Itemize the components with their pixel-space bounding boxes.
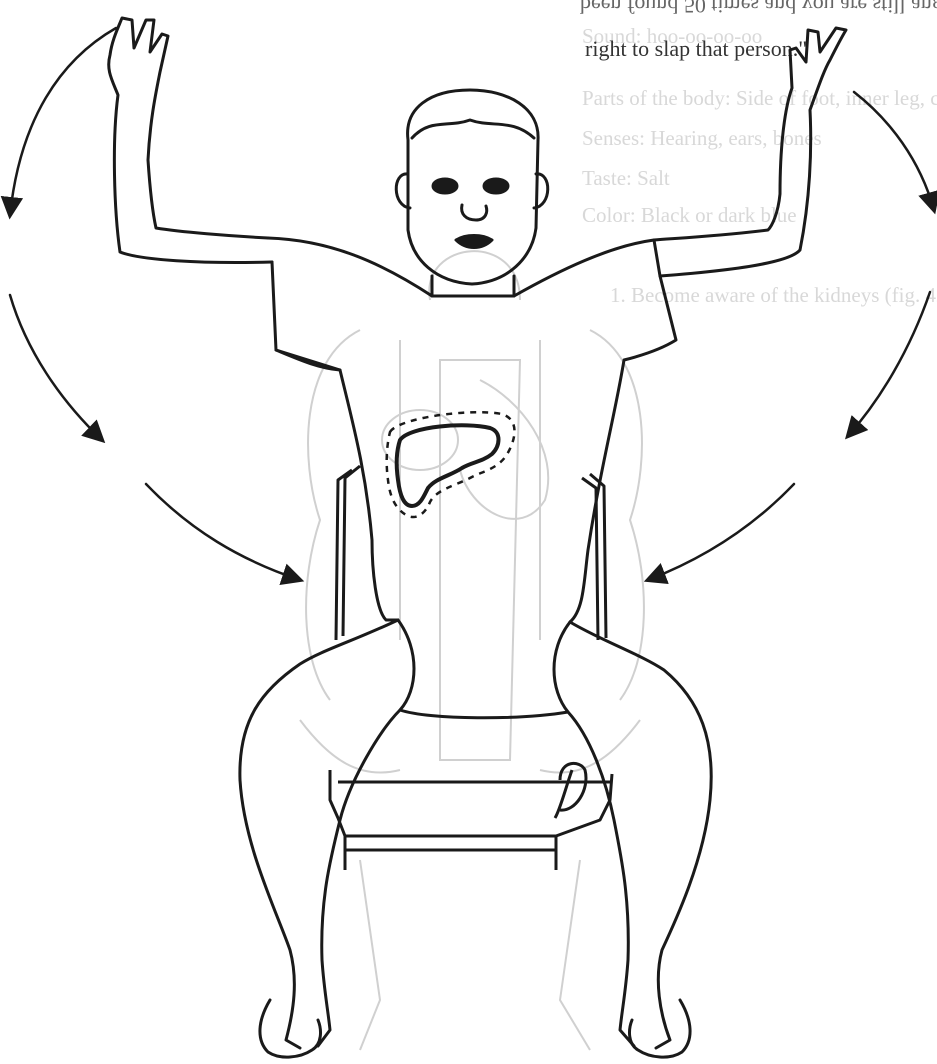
right-arm — [654, 28, 846, 276]
torso — [272, 262, 398, 620]
left-arm — [109, 18, 272, 263]
movement-arrows — [10, 28, 934, 580]
liver-shape — [397, 425, 499, 506]
nose — [462, 205, 487, 220]
bleed-figure — [300, 251, 644, 1050]
right-leg — [570, 622, 711, 1048]
human-figure — [109, 18, 846, 1057]
liver-diagram — [387, 412, 515, 517]
chair — [330, 466, 612, 870]
arrow-left-lower — [146, 484, 300, 580]
right-eye — [484, 179, 508, 193]
head — [408, 90, 538, 284]
left-eye — [433, 179, 457, 193]
arrow-right-lower — [648, 484, 794, 580]
hair — [412, 120, 534, 138]
mouth — [456, 236, 492, 248]
arrow-left-middle — [10, 295, 102, 440]
arrow-left-upper — [10, 28, 116, 215]
left-leg — [240, 620, 398, 1048]
arrow-right-middle — [848, 292, 930, 436]
arrow-right-upper — [854, 92, 934, 210]
